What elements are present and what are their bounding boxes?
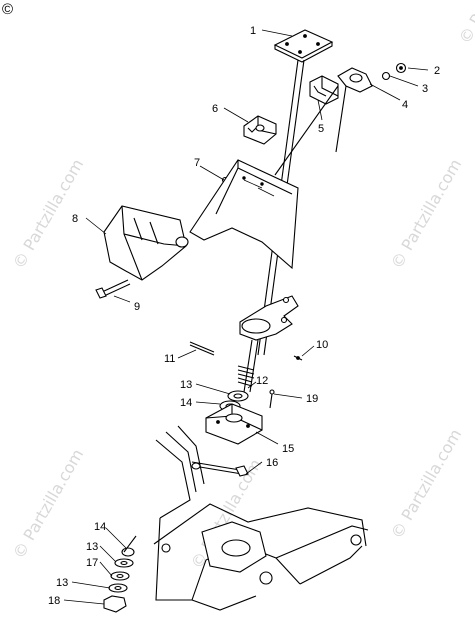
watermark-right-corner: © Partzilla.com xyxy=(455,0,475,47)
part-bolt-9 xyxy=(95,279,131,299)
part-cotter-10 xyxy=(293,355,303,361)
part-nut-washer xyxy=(381,62,407,81)
callout-14-lower: 14 xyxy=(94,521,106,533)
part-bushing xyxy=(243,115,277,145)
callout-9: 9 xyxy=(134,301,140,313)
callout-10: 10 xyxy=(316,339,328,351)
callout-7: 7 xyxy=(194,157,200,169)
part-bolt-16 xyxy=(191,461,249,477)
part-headlight-bracket xyxy=(103,205,189,281)
callout-12: 12 xyxy=(256,375,268,387)
callout-5: 5 xyxy=(318,123,324,135)
callout-8: 8 xyxy=(72,213,78,225)
callout-2: 2 xyxy=(434,65,440,77)
watermark-right-upper: © Partzilla.com xyxy=(387,156,465,272)
callouts: 1 2 3 4 5 6 7 8 9 10 11 12 13 14 15 16 1… xyxy=(48,25,440,607)
part-handlebar-plate xyxy=(273,29,334,63)
watermark-left-lower: © Partzilla.com xyxy=(9,446,87,562)
part-clamp-block xyxy=(309,75,339,105)
callout-18: 18 xyxy=(48,595,60,607)
callout-3: 3 xyxy=(422,83,428,95)
callout-13-lower-a: 13 xyxy=(86,541,98,553)
part-shaft-lower xyxy=(237,339,259,393)
callout-11: 11 xyxy=(164,353,175,365)
callout-13-upper: 13 xyxy=(180,379,192,391)
part-bearing-block xyxy=(205,403,263,445)
callout-4: 4 xyxy=(402,99,408,111)
part-upper-clamp xyxy=(274,67,373,176)
watermarks: © Partzilla.com © Partzilla.com © Partzi… xyxy=(9,0,475,572)
part-console-panel xyxy=(189,159,299,270)
callout-14-upper: 14 xyxy=(180,397,192,409)
part-steering-arm xyxy=(239,295,299,341)
callout-6: 6 xyxy=(212,103,218,115)
part-frame xyxy=(153,425,369,611)
part-lower-stack xyxy=(103,535,137,613)
part-cotter-pin-11 xyxy=(189,341,215,356)
leader-lines xyxy=(63,29,429,605)
callout-17: 17 xyxy=(86,557,98,569)
callout-1: 1 xyxy=(250,25,256,37)
callout-19: 19 xyxy=(306,393,318,405)
watermark-right-lower: © Partzilla.com xyxy=(387,426,465,542)
corner-copyright-mark: © xyxy=(2,1,13,18)
part-grease-fitting xyxy=(269,389,275,409)
callout-13-lower-b: 13 xyxy=(56,577,68,589)
callout-15: 15 xyxy=(282,443,294,455)
callout-16: 16 xyxy=(266,457,278,469)
